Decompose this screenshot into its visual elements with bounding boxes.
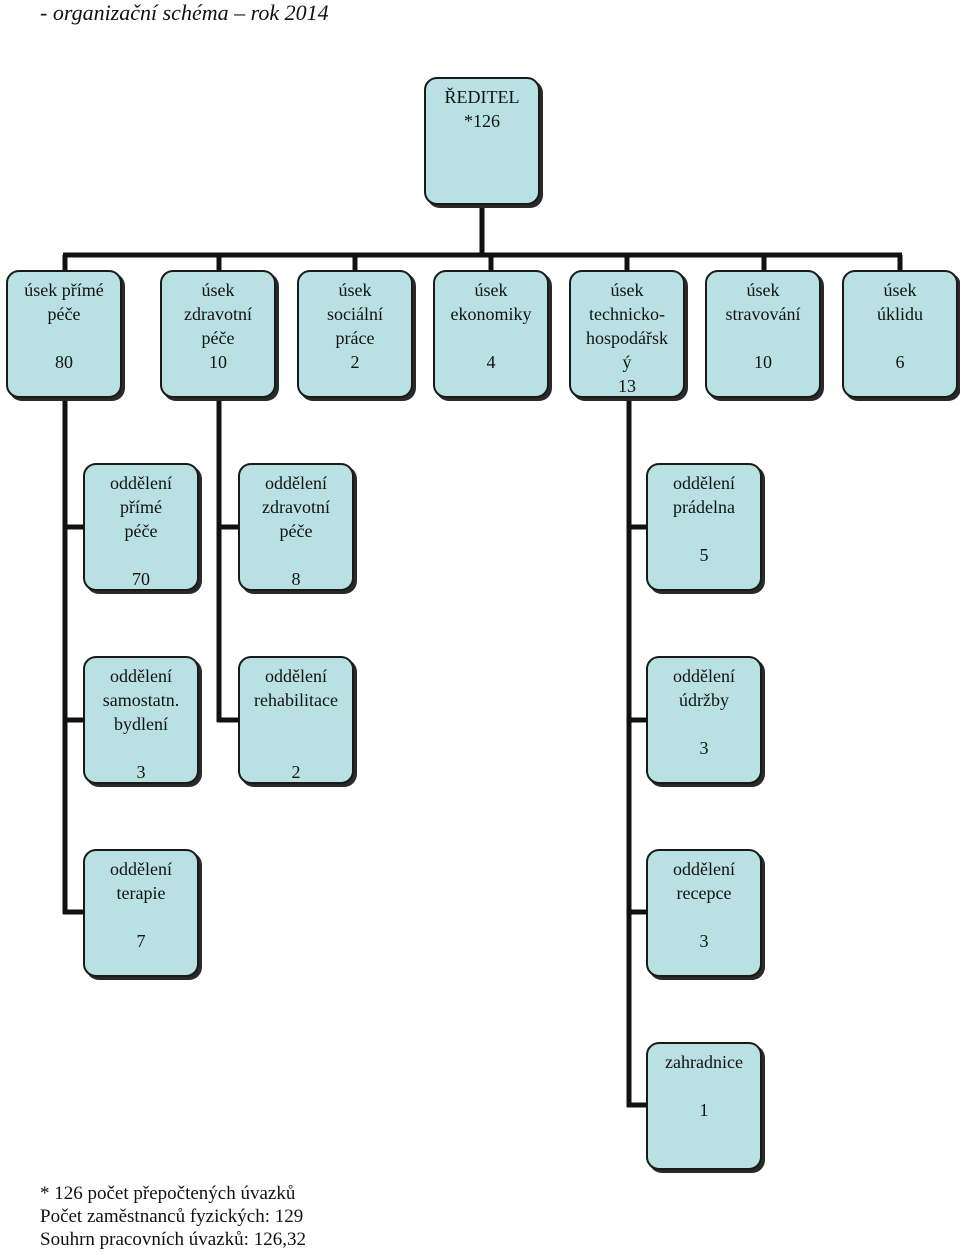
section-cleaning: úsek úklidu 6 <box>842 270 958 398</box>
section-label: úsek technicko- hospodářsk ý <box>586 280 668 372</box>
dept-count: 3 <box>136 762 146 782</box>
dept-label: oddělení recepce <box>673 859 735 903</box>
section-count: 10 <box>209 352 227 372</box>
director-count: *126 <box>464 111 500 131</box>
section-label: úsek přímé péče <box>24 280 104 324</box>
dept-count: 70 <box>132 569 150 589</box>
footnote: * 126 počet přepočtených úvazků Počet za… <box>40 1182 306 1251</box>
dept-label: oddělení samostatn. bydlení <box>102 666 180 734</box>
section-health-care: úsek zdravotní péče 10 <box>160 270 276 398</box>
dept-count: 7 <box>136 931 146 951</box>
dept-prime-care: oddělení přímé péče 70 <box>83 463 199 591</box>
director-box: ŘEDITEL *126 <box>424 77 540 205</box>
section-count: 2 <box>350 352 360 372</box>
dept-label: oddělení přímé péče <box>110 473 172 541</box>
dept-maintenance: oddělení údržby 3 <box>646 656 762 784</box>
footnote-fte: * 126 počet přepočtených úvazků <box>40 1183 296 1204</box>
dept-count: 3 <box>699 931 709 951</box>
section-label: úsek ekonomiky <box>450 280 532 324</box>
dept-count: 3 <box>699 738 709 758</box>
dept-label: oddělení rehabilitace <box>254 666 338 710</box>
dept-health-care: oddělení zdravotní péče 8 <box>238 463 354 591</box>
footnote-headcount: Počet zaměstnanců fyzických: 129 <box>40 1206 304 1227</box>
section-label: úsek úklidu <box>876 280 923 324</box>
section-social-work: úsek sociální práce 2 <box>297 270 413 398</box>
dept-label: oddělení prádelna <box>673 473 735 517</box>
dept-gardener: zahradnice 1 <box>646 1042 762 1170</box>
footnote-total: Souhrn pracovních úvazků: 126,32 <box>40 1229 306 1250</box>
section-technical: úsek technicko- hospodářsk ý 13 <box>569 270 685 398</box>
section-count: 13 <box>618 376 636 396</box>
dept-count: 5 <box>699 545 709 565</box>
section-economics: úsek ekonomiky 4 <box>433 270 549 398</box>
page-title: - organizační schéma – rok 2014 <box>40 0 329 25</box>
dept-laundry: oddělení prádelna 5 <box>646 463 762 591</box>
section-label: úsek zdravotní péče <box>184 280 252 348</box>
director-label: ŘEDITEL <box>444 87 520 107</box>
dept-count: 8 <box>291 569 301 589</box>
section-prime-care: úsek přímé péče 80 <box>6 270 122 398</box>
section-count: 10 <box>754 352 772 372</box>
dept-label: oddělení údržby <box>673 666 735 710</box>
section-label: úsek sociální práce <box>327 280 383 348</box>
dept-therapy: oddělení terapie 7 <box>83 849 199 977</box>
dept-independent-living: oddělení samostatn. bydlení 3 <box>83 656 199 784</box>
section-count: 4 <box>486 352 496 372</box>
dept-rehabilitation: oddělení rehabilitace 2 <box>238 656 354 784</box>
section-count: 80 <box>55 352 73 372</box>
dept-count: 2 <box>291 762 301 782</box>
section-count: 6 <box>895 352 905 372</box>
dept-label: oddělení terapie <box>110 859 172 903</box>
section-label: úsek stravování <box>725 280 801 324</box>
dept-count: 1 <box>699 1100 709 1120</box>
dept-reception: oddělení recepce 3 <box>646 849 762 977</box>
dept-label: oddělení zdravotní péče <box>262 473 330 541</box>
section-catering: úsek stravování 10 <box>705 270 821 398</box>
dept-label: zahradnice <box>665 1052 743 1072</box>
